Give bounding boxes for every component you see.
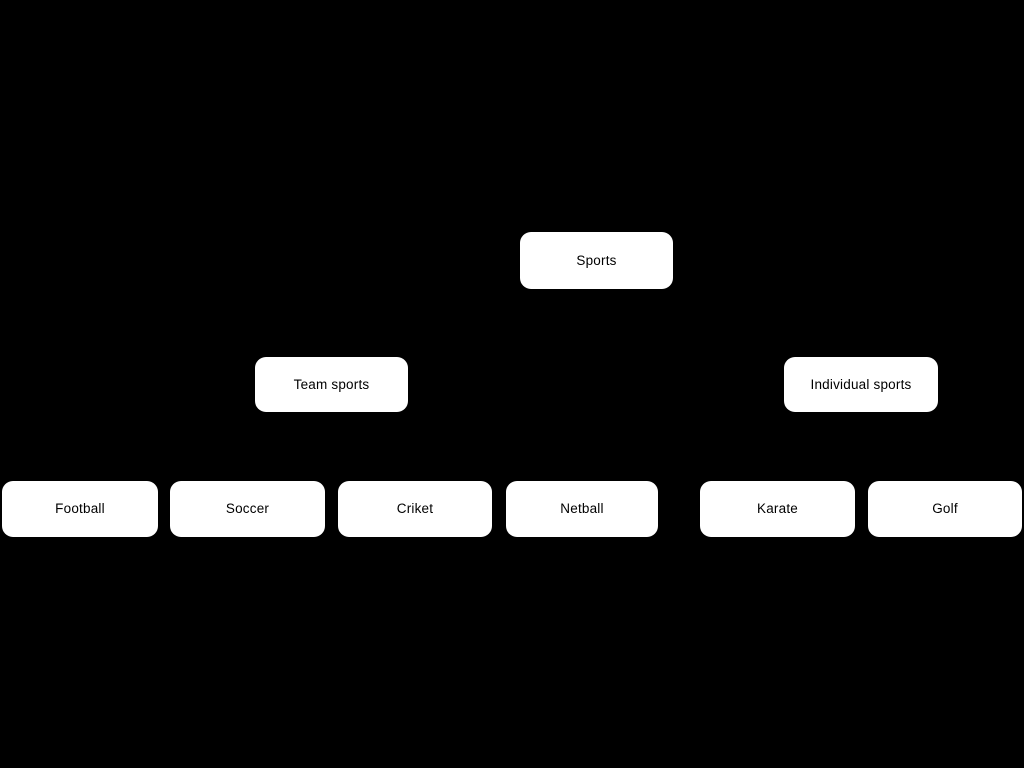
node-netball: Netball xyxy=(506,481,658,537)
node-sports-label: Sports xyxy=(576,252,617,268)
node-football: Football xyxy=(2,481,158,537)
node-soccer-label: Soccer xyxy=(225,501,270,517)
node-netball-label: Netball xyxy=(560,501,604,517)
node-football-label: Football xyxy=(55,501,105,517)
node-criket: Criket xyxy=(338,481,492,537)
node-karate: Karate xyxy=(700,481,855,537)
node-criket-label: Criket xyxy=(396,501,434,517)
node-golf: Golf xyxy=(868,481,1022,537)
node-karate-label: Karate xyxy=(757,501,798,517)
node-individual-sports-label: Individual sports xyxy=(810,376,912,392)
edge-team-sports-children xyxy=(331,412,333,481)
node-soccer: Soccer xyxy=(170,481,325,537)
edge-sports-children xyxy=(596,289,598,357)
node-golf-label: Golf xyxy=(932,501,958,517)
node-team-sports: Team sports xyxy=(255,357,408,412)
edge-individual-sports-children xyxy=(861,412,863,481)
node-team-sports-label: Team sports xyxy=(293,376,370,392)
node-sports: Sports xyxy=(520,232,673,289)
node-individual-sports: Individual sports xyxy=(784,357,938,412)
